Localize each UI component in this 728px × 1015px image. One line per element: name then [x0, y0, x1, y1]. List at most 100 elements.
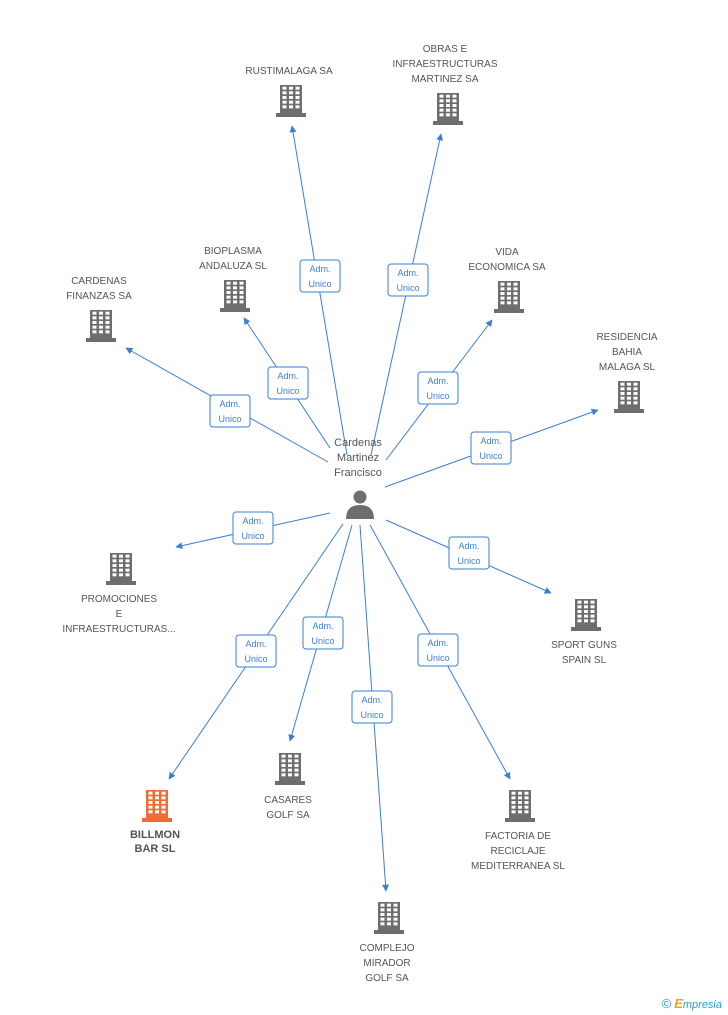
building-icon: [494, 281, 524, 313]
company-name-line: RUSTIMALAGA SA: [245, 66, 333, 77]
company-name-line: GOLF SA: [365, 973, 409, 984]
relation-badge-cardenas-finanzas[interactable]: Adm.Unico: [209, 394, 251, 428]
company-name-line: SPORT GUNS: [551, 640, 617, 651]
relation-label: Unico: [426, 653, 449, 663]
company-name-line: BAR SL: [135, 843, 176, 855]
relation-label: Unico: [244, 654, 267, 664]
company-node-casares[interactable]: CASARES GOLF SA: [264, 753, 312, 821]
building-icon: [276, 85, 306, 117]
relation-label: Adm.: [480, 436, 501, 446]
relation-label: Unico: [426, 391, 449, 401]
relation-badge-complejo[interactable]: Adm.Unico: [351, 690, 393, 724]
relation-badge-residencia[interactable]: Adm. Unico: [470, 431, 512, 465]
company-name-line: CASARES: [264, 795, 312, 806]
company-name-line: OBRAS E: [423, 44, 468, 55]
relation-label: Unico: [360, 710, 383, 720]
relation-label: Adm.: [427, 638, 448, 648]
company-name-line: CARDENAS: [71, 276, 127, 287]
relation-badge-box: [417, 371, 459, 405]
company-name-line: INFRAESTRUCTURAS...: [62, 624, 175, 635]
person-icon: [346, 490, 374, 519]
company-name-line: FACTORIA DE: [485, 831, 551, 842]
relation-badge-box: [235, 634, 277, 668]
person-name-line: Francisco: [334, 467, 382, 479]
company-node-bioplasma[interactable]: BIOPLASMA ANDALUZA SL: [199, 246, 267, 312]
relation-label: Adm.: [397, 268, 418, 278]
relation-badge-box: [351, 690, 393, 724]
company-name-line: E: [116, 609, 123, 620]
company-name-line: PROMOCIONES: [81, 594, 157, 605]
relation-label: Adm.: [427, 376, 448, 386]
building-icon: [433, 93, 463, 125]
relation-badge-billmon[interactable]: Adm. Unico: [235, 634, 277, 668]
relation-label: Unico: [311, 636, 334, 646]
relation-label: Adm.: [245, 639, 266, 649]
relation-label: Unico: [308, 279, 331, 289]
company-name-line: ANDALUZA SL: [199, 261, 267, 272]
building-icon: [374, 902, 404, 934]
relation-badge-box: [387, 263, 429, 297]
relation-label: Adm.: [242, 516, 263, 526]
company-name-line: COMPLEJO: [359, 943, 414, 954]
relation-badge-box: [417, 633, 459, 667]
building-icon: [275, 753, 305, 785]
relation-badge-casares[interactable]: Adm. Unico: [302, 616, 344, 650]
relation-badge-factoria[interactable]: Adm. Unico: [417, 633, 459, 667]
company-node-promociones[interactable]: PROMOCIONES E INFRAESTRUCTURAS...: [62, 553, 176, 635]
company-node-rustimalaga[interactable]: RUSTIMALAGA SA: [245, 66, 333, 117]
relation-badge-rustimalaga[interactable]: Adm. Unico: [299, 259, 341, 293]
building-icon: [86, 310, 116, 342]
company-name-line: VIDA: [495, 247, 519, 258]
brand-name: mpresia: [682, 999, 722, 1011]
relation-label: Unico: [479, 451, 502, 461]
copyright-icon: ©: [661, 996, 672, 1011]
company-name-line: BAHIA: [612, 347, 642, 358]
company-node-vida[interactable]: VIDA ECONOMICA SA: [468, 247, 546, 313]
relation-label: Adm.: [458, 541, 479, 551]
company-name-line: MEDITERRANEA SL: [471, 861, 565, 872]
company-node-residencia[interactable]: RESIDENCIA BAHIA MALAGA SL: [596, 332, 658, 413]
relation-label: Adm.: [277, 371, 298, 381]
relation-badge-box: [299, 259, 341, 293]
building-icon: [571, 599, 601, 631]
edges-layer: Adm.UnicoAdm.UnicoAdm.UnicoAdm.UnicoAdm.…: [125, 125, 599, 892]
relation-label: Adm.: [309, 264, 330, 274]
relation-badge-obras[interactable]: Adm. Unico: [387, 263, 429, 297]
relation-badge-vida[interactable]: Adm. Unico: [417, 371, 459, 405]
relation-label: Unico: [241, 531, 264, 541]
company-name-line: INFRAESTRUCTURAS: [392, 59, 497, 70]
company-node-cardenas-finanzas[interactable]: CARDENAS FINANZAS SA: [66, 276, 132, 342]
company-node-billmon[interactable]: BILLMON BAR SL: [130, 790, 180, 855]
company-name-line: BIOPLASMA: [204, 246, 262, 257]
relation-badge-bioplasma[interactable]: Adm. Unico: [267, 366, 309, 400]
person-name-line: Martinez: [337, 452, 379, 464]
building-icon: [142, 790, 172, 822]
building-icon: [614, 381, 644, 413]
relation-badge-sport-guns[interactable]: Adm. Unico: [448, 536, 490, 570]
company-name-line: RESIDENCIA: [596, 332, 657, 343]
relation-label: Adm.: [312, 621, 333, 631]
company-name-line: ECONOMICA SA: [468, 262, 546, 273]
company-name-line: GOLF SA: [266, 810, 310, 821]
company-name-line: MALAGA SL: [599, 362, 656, 373]
company-name-line: BILLMON: [130, 829, 180, 841]
footer-brand: ©Empresia: [662, 996, 722, 1011]
relation-label: Adm.: [219, 399, 240, 409]
relation-label: Unico: [396, 283, 419, 293]
relation-label: Unico: [457, 556, 480, 566]
relation-badge-promociones[interactable]: Adm. Unico: [232, 511, 274, 545]
building-icon: [220, 280, 250, 312]
company-name-line: FINANZAS SA: [66, 291, 132, 302]
relation-label: Unico: [276, 386, 299, 396]
relation-badge-box: [470, 431, 512, 465]
person-name-line: Cardenas: [334, 437, 382, 449]
relation-badge-box: [267, 366, 309, 400]
relation-badge-box: [232, 511, 274, 545]
